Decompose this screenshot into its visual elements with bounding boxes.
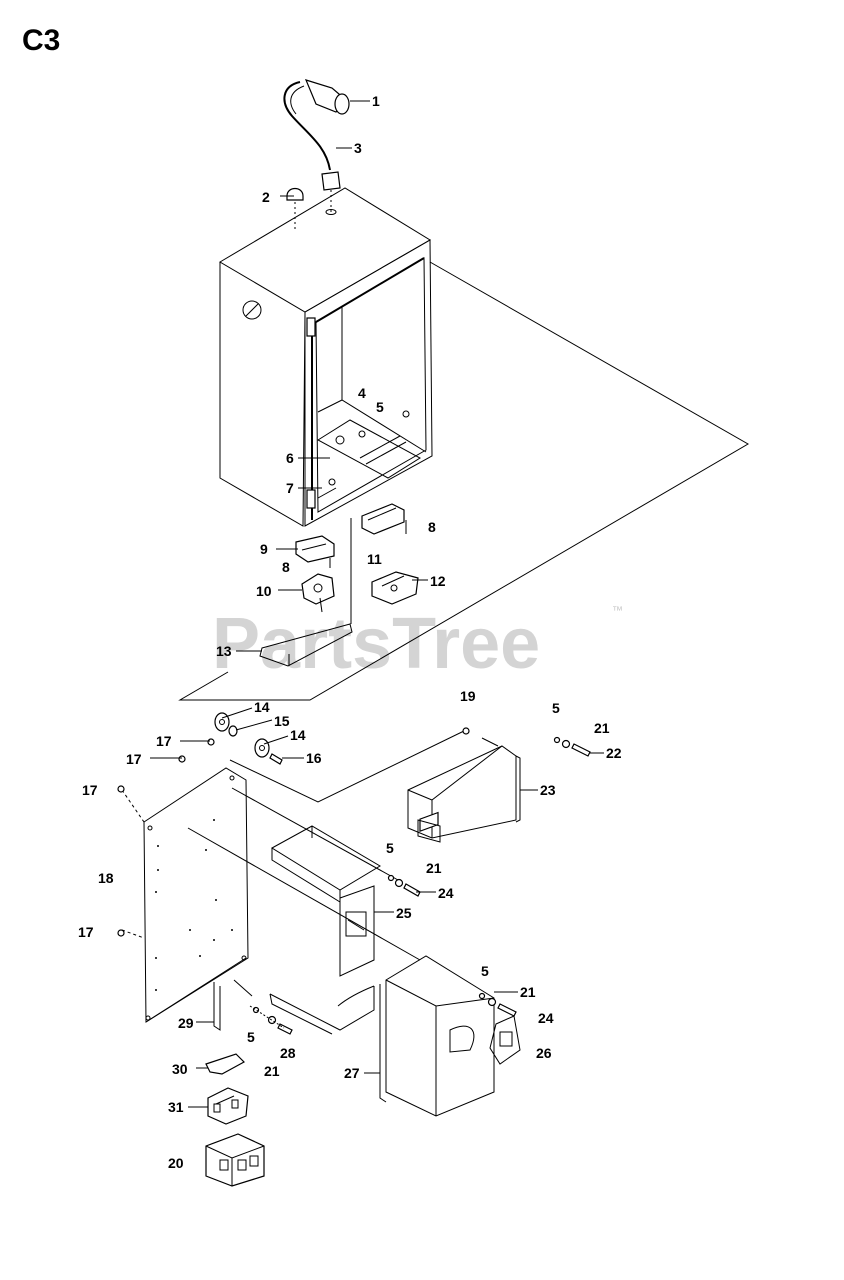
section-label: C3: [22, 24, 61, 57]
callout-16: 16: [306, 750, 322, 766]
part-bracket-25: [339, 885, 375, 977]
callout-14: 14: [254, 699, 270, 715]
callout-7: 7: [286, 480, 294, 496]
part-bracket-26: [489, 1015, 521, 1065]
part-bracket-channel: [269, 825, 381, 1035]
part-receptacle-12: [371, 571, 419, 605]
callout-10: 10: [256, 583, 272, 599]
callout-30: 30: [172, 1061, 188, 1077]
callout-22: 22: [606, 745, 622, 761]
part-plug: [286, 187, 304, 232]
callout-5-e: 5: [247, 1029, 255, 1045]
callout-8-b: 8: [282, 559, 290, 575]
callout-21-d: 21: [264, 1063, 280, 1079]
callout-19: 19: [460, 688, 476, 704]
callout-4: 4: [358, 385, 366, 401]
part-clip-30: [205, 1053, 245, 1075]
callout-21-b: 21: [426, 860, 442, 876]
callout-26: 26: [536, 1045, 552, 1061]
callout-14-b: 14: [290, 727, 306, 743]
callout-3: 3: [354, 140, 362, 156]
callout-9: 9: [260, 541, 268, 557]
callout-31: 31: [168, 1099, 184, 1115]
part-socket-11: [350, 503, 407, 624]
callout-12: 12: [430, 573, 446, 589]
callout-27: 27: [344, 1065, 360, 1081]
assembly-line-b: [229, 729, 467, 803]
callout-labels: 1 2 3 4 5 6 7 8 9 8 10 11 12 13 19 5 21 …: [78, 93, 622, 1171]
callout-8: 8: [428, 519, 436, 535]
part-relay-20: [205, 1133, 265, 1187]
callout-11: 11: [367, 551, 382, 567]
callout-21: 21: [594, 720, 610, 736]
callout-17-d: 17: [78, 924, 94, 940]
part-panel-18: [117, 738, 249, 1023]
part-screws: [249, 736, 591, 1035]
part-socket-9: [295, 535, 335, 568]
callout-5-d: 5: [481, 963, 489, 979]
callout-15: 15: [274, 713, 290, 729]
part-rail-29: [213, 982, 221, 1031]
callout-21-c: 21: [520, 984, 536, 1000]
part-cable-connector: [283, 79, 350, 215]
callout-23: 23: [540, 782, 556, 798]
part-cabinet: [219, 187, 433, 527]
callout-5: 5: [376, 399, 384, 415]
part-receptacle-10: [301, 573, 335, 605]
watermark-tm: ™: [612, 605, 623, 617]
callout-17-b: 17: [126, 751, 142, 767]
callout-5-c: 5: [386, 840, 394, 856]
callout-6: 6: [286, 450, 294, 466]
callout-28: 28: [280, 1045, 296, 1061]
watermark: PartsTree: [212, 604, 540, 684]
callout-17: 17: [156, 733, 172, 749]
part-plate-13: [259, 597, 353, 667]
callout-24: 24: [438, 885, 454, 901]
callout-1: 1: [372, 93, 380, 109]
callout-17-c: 17: [82, 782, 98, 798]
callout-18: 18: [98, 870, 114, 886]
callout-29: 29: [178, 1015, 194, 1031]
part-box-27: [379, 955, 495, 1117]
part-contactor-31: [207, 1087, 249, 1125]
callout-24-b: 24: [538, 1010, 554, 1026]
part-washers: [214, 712, 283, 765]
callout-5-b: 5: [552, 700, 560, 716]
assembly-line-a: [178, 261, 749, 701]
part-box-23: [407, 737, 521, 843]
callout-13: 13: [216, 643, 232, 659]
leader-lines: [150, 100, 604, 1108]
callout-2: 2: [262, 189, 270, 205]
callout-25: 25: [396, 905, 412, 921]
callout-20: 20: [168, 1155, 184, 1171]
